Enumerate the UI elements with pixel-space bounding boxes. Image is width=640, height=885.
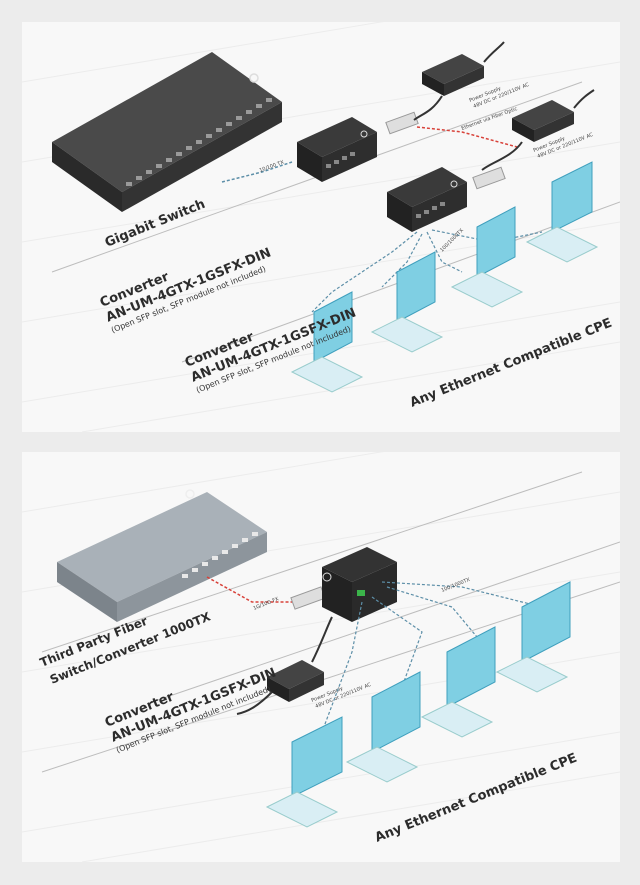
diagram-panel-2: Third Party Fiber Switch/Converter 1000T… bbox=[22, 452, 620, 862]
link-label: 10/100 TX bbox=[259, 159, 286, 174]
divider-line bbox=[151, 541, 620, 703]
network-diagram-2: Third Party Fiber Switch/Converter 1000T… bbox=[22, 452, 620, 862]
lan-label: 100/1000TX bbox=[441, 577, 472, 594]
divider-line bbox=[41, 471, 583, 653]
cpe-monitor bbox=[290, 291, 364, 393]
cpe-monitor bbox=[450, 206, 524, 308]
cpe-monitor bbox=[495, 581, 571, 693]
gigabit-switch bbox=[52, 52, 282, 212]
sfp-module bbox=[290, 586, 326, 610]
power-supply-b bbox=[481, 89, 595, 171]
third-party-switch bbox=[57, 489, 267, 622]
lan-label: 100/1000TX bbox=[439, 227, 465, 253]
cpe-label: Any Ethernet Compatible CPE bbox=[408, 316, 614, 411]
fiber-label: Ethernet via Fiber Optic bbox=[461, 106, 519, 132]
sfp-module-a bbox=[385, 111, 419, 135]
fiber-link bbox=[416, 126, 518, 148]
cpe-monitor bbox=[525, 161, 599, 263]
cpe-monitor bbox=[345, 671, 421, 783]
sfp-module-b bbox=[472, 166, 506, 190]
cpe-monitor bbox=[265, 716, 343, 828]
fiber-link bbox=[206, 576, 292, 603]
cpe-monitor bbox=[420, 626, 496, 738]
converter-a-device bbox=[297, 117, 377, 182]
cpe-monitor bbox=[370, 251, 444, 353]
fiber-label: 1G/10G FX bbox=[253, 596, 281, 612]
converter-b-device bbox=[387, 167, 467, 232]
ethernet-links-to-cpe bbox=[321, 581, 543, 733]
power-supply bbox=[236, 616, 333, 715]
diagram-panel-1: Gigabit Switch 10/100 TX Power Supply 48… bbox=[22, 22, 620, 432]
ethernet-link bbox=[221, 161, 293, 183]
power-supply-a bbox=[413, 41, 505, 121]
network-diagram-1: Gigabit Switch 10/100 TX Power Supply 48… bbox=[22, 22, 620, 432]
